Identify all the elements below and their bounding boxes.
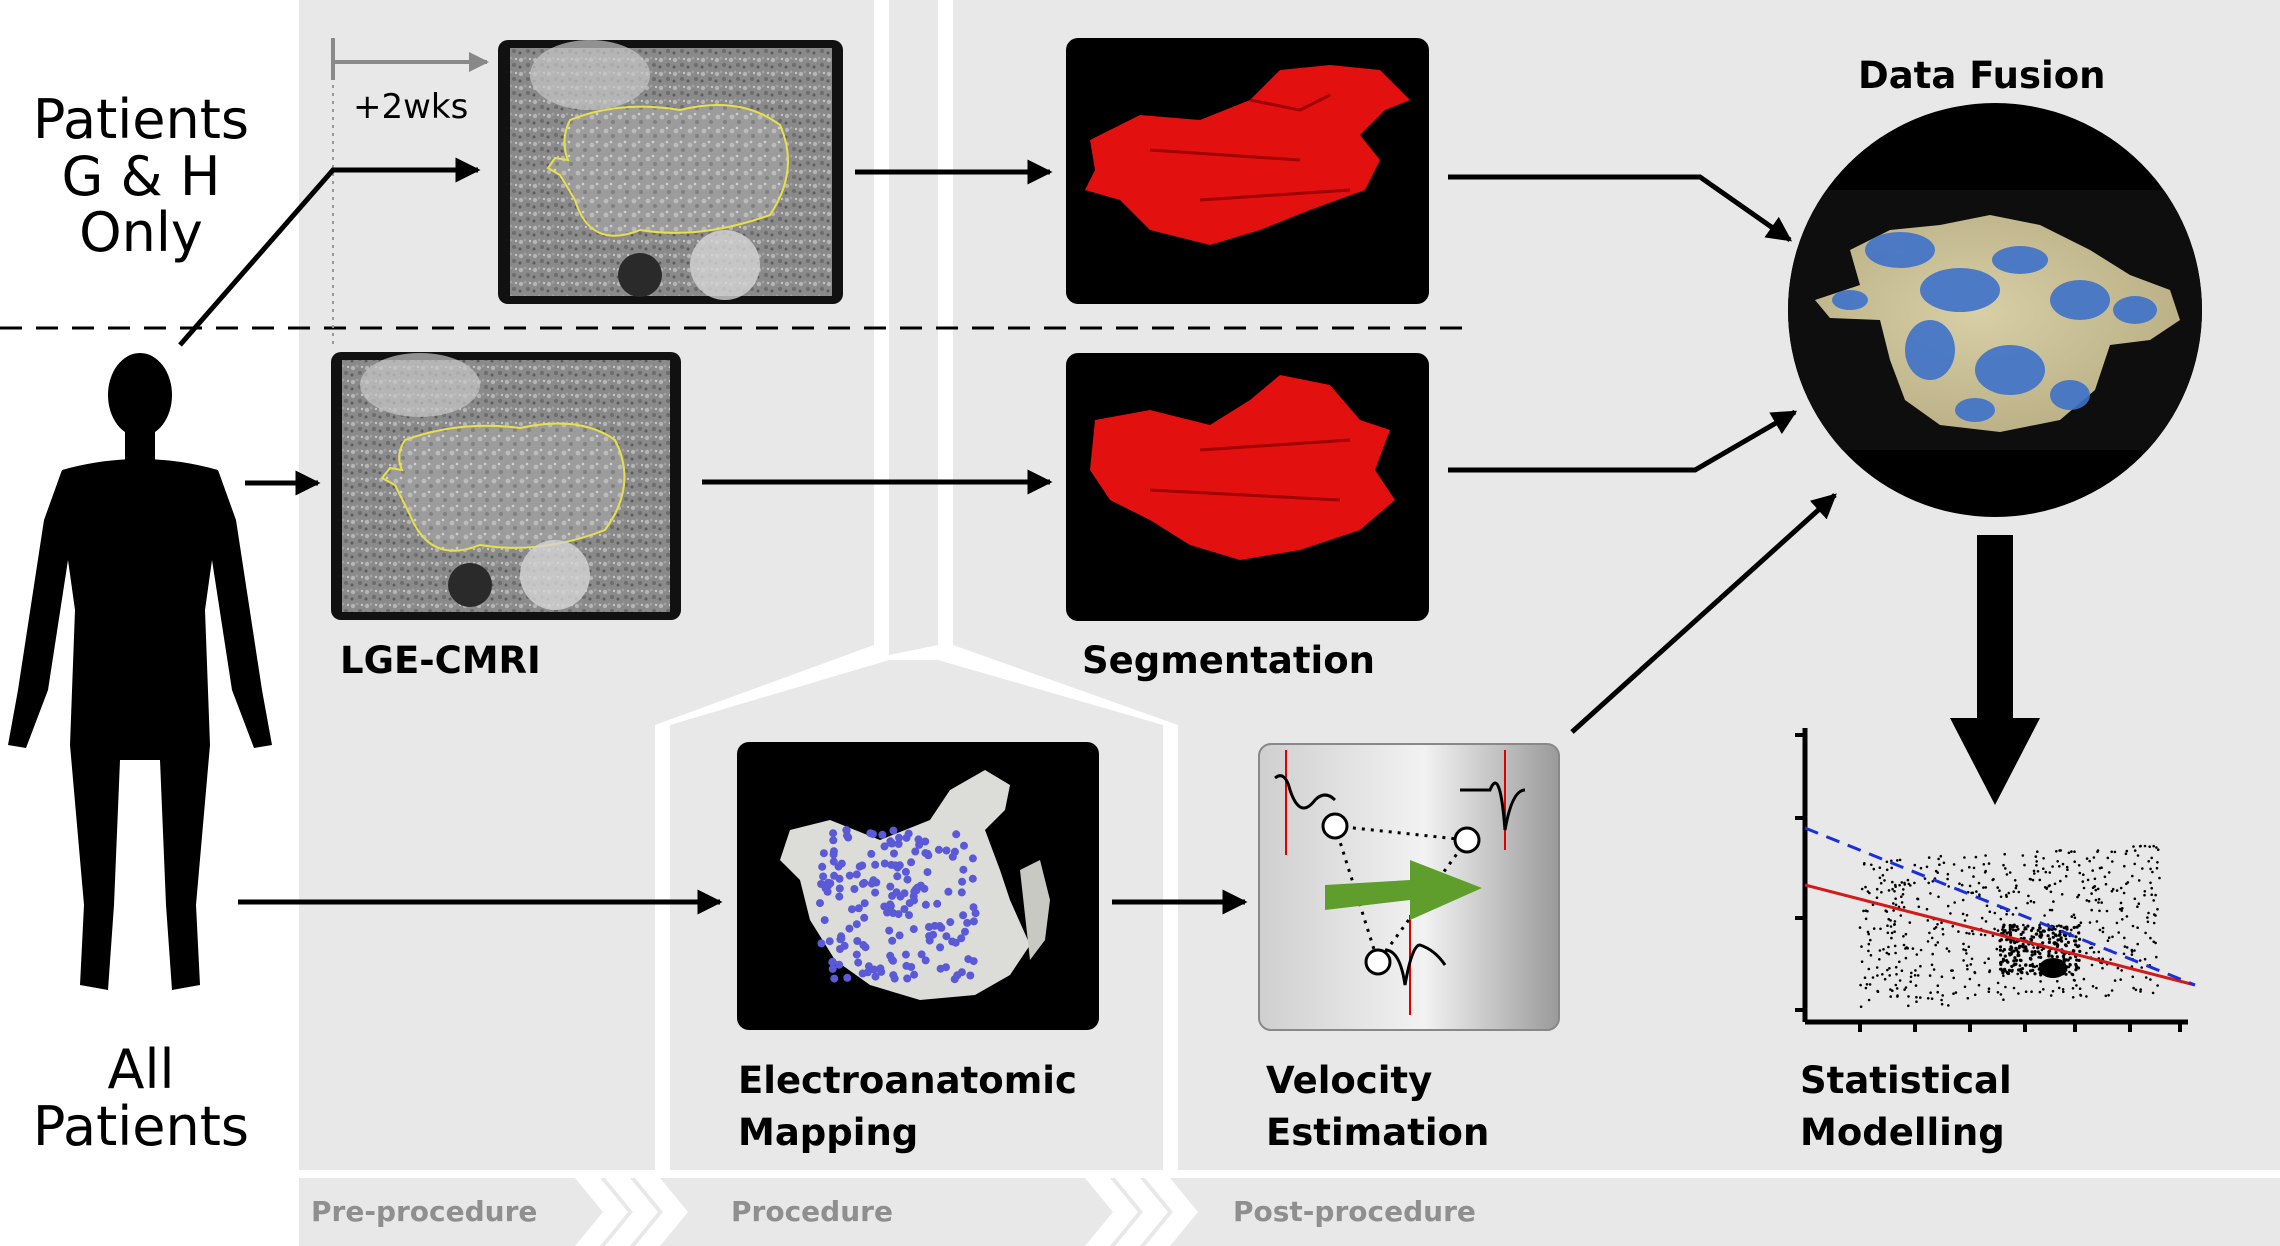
segmentation-image-baseline	[1066, 353, 1429, 621]
lge-cmri-image-baseline	[331, 352, 681, 620]
label-segmentation: Segmentation	[1082, 639, 1376, 682]
lge-cmri-image-followup	[498, 40, 843, 304]
human-silhouette-icon	[8, 353, 272, 990]
electroanatomic-map-image	[737, 742, 1099, 1030]
regression-line-blue-dashed	[1804, 826, 2196, 987]
label-lge-cmri: LGE-CMRI	[340, 639, 541, 682]
data-fusion-image	[1788, 103, 2202, 517]
segmentation-image-followup	[1066, 38, 1429, 304]
propagation-arrow-icon	[1325, 860, 1482, 920]
fusion-to-model-arrow	[1950, 535, 2040, 805]
label-patients-gh: Patients G & H Only	[32, 88, 250, 265]
velocity-estimation-image	[1258, 743, 1560, 1031]
flow-arrows	[178, 157, 1837, 915]
label-statistical-modelling: Statistical Modelling	[1800, 1059, 2012, 1154]
label-data-fusion: Data Fusion	[1858, 54, 2106, 97]
statistical-plot	[1795, 728, 2196, 1032]
regression-line-red	[1804, 883, 2196, 987]
phase-procedure: Procedure	[731, 1195, 893, 1228]
phase-post-procedure: Post-procedure	[1233, 1195, 1476, 1228]
phase-bar	[299, 1178, 2280, 1246]
label-electroanatomic-mapping: Electroanatomic Mapping	[738, 1059, 1077, 1154]
label-time-offset: +2wks	[353, 87, 469, 127]
label-velocity-estimation: Velocity Estimation	[1266, 1059, 1490, 1154]
phase-pre-procedure: Pre-procedure	[311, 1195, 538, 1228]
label-all-patients: All Patients	[32, 1038, 250, 1158]
